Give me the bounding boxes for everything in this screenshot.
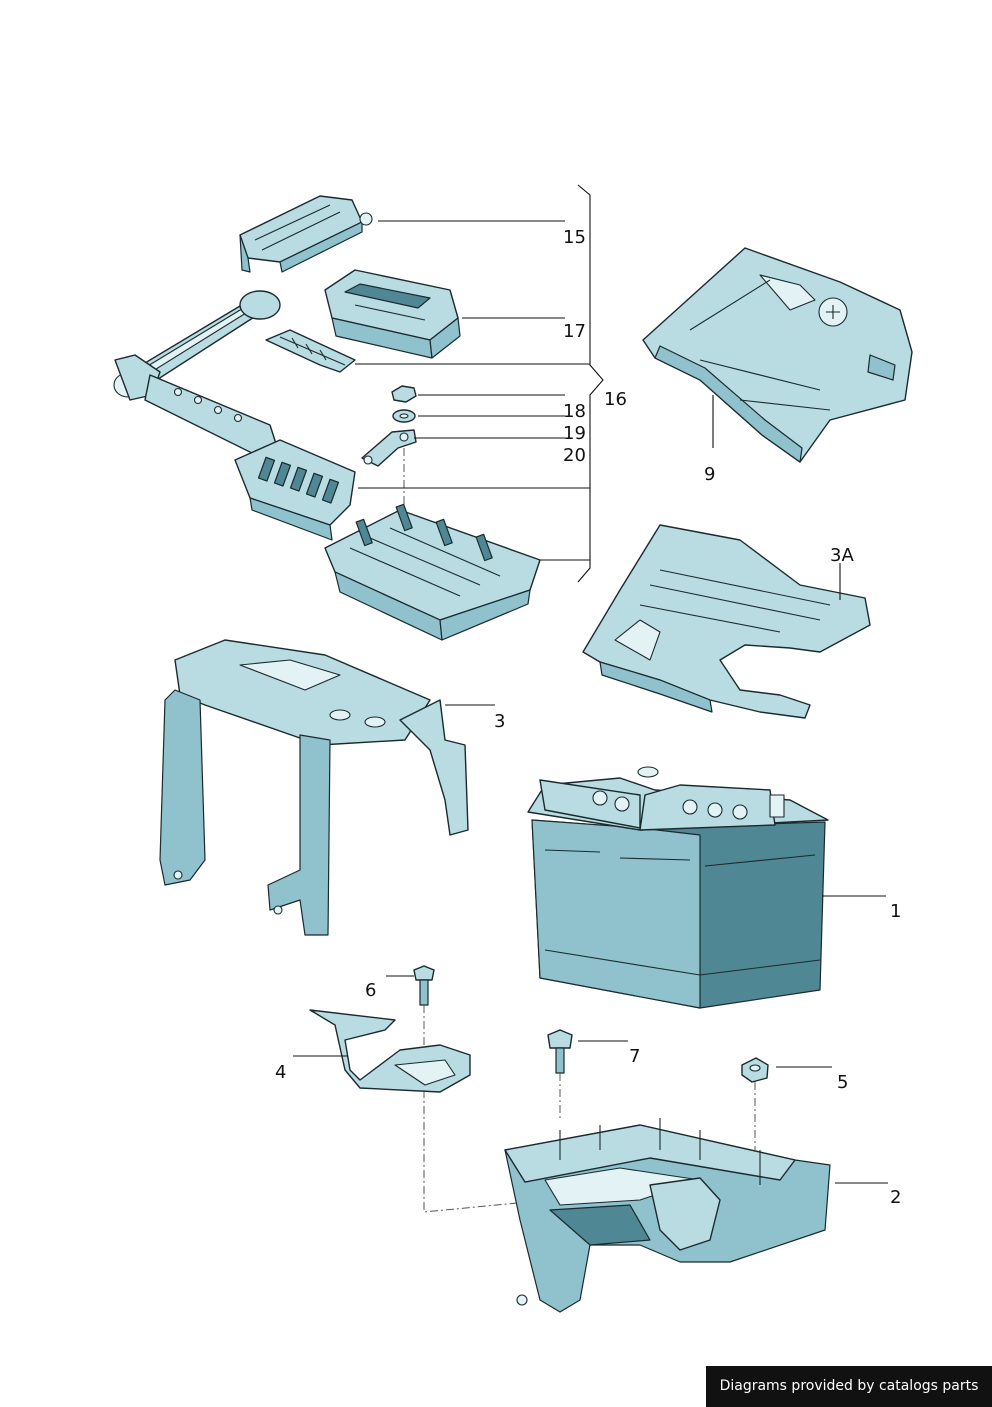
fuse-carrier-lower	[324, 503, 541, 641]
callout-3: 3	[494, 711, 505, 732]
callout-20: 20	[563, 445, 586, 466]
credit-banner: Diagrams provided by catalogs parts	[706, 1366, 992, 1407]
part-2-battery-tray	[504, 1118, 831, 1313]
callout-3a: 3A	[830, 545, 854, 566]
callout-2: 2	[890, 1187, 901, 1208]
part-18-nut	[391, 385, 417, 403]
part-1-battery	[527, 766, 829, 1009]
callout-9: 9	[704, 464, 715, 485]
part-20-terminal	[361, 429, 417, 467]
part-6-screw	[413, 965, 435, 1006]
part-17-relay-housing	[324, 269, 461, 359]
part-5-nut	[741, 1057, 769, 1083]
callout-labels: 15 17 16 18 19 20 9 3A 3 1 6 7 4 5 2	[275, 227, 901, 1208]
part-9-battery-cover	[642, 247, 913, 463]
leader-lines	[293, 220, 888, 1184]
part-4-bracket	[309, 1009, 471, 1093]
callout-17: 17	[563, 321, 586, 342]
callout-1: 1	[890, 901, 901, 922]
callout-7: 7	[629, 1046, 640, 1067]
cable-bar-assembly	[113, 290, 281, 457]
callout-6: 6	[365, 980, 376, 1001]
part-3-mounting-frame	[159, 639, 469, 936]
callout-19: 19	[563, 423, 586, 444]
part-15-clip-cover	[239, 195, 373, 273]
callout-18: 18	[563, 401, 586, 422]
rail-strip	[265, 329, 356, 373]
part-19-washer	[392, 409, 416, 423]
part-3a-tray	[582, 524, 871, 719]
callout-16: 16	[604, 389, 627, 410]
callout-5: 5	[837, 1072, 848, 1093]
callout-4: 4	[275, 1062, 286, 1083]
part-7-screw	[547, 1029, 573, 1074]
fuse-block-upper	[234, 439, 356, 541]
callout-15: 15	[563, 227, 586, 248]
